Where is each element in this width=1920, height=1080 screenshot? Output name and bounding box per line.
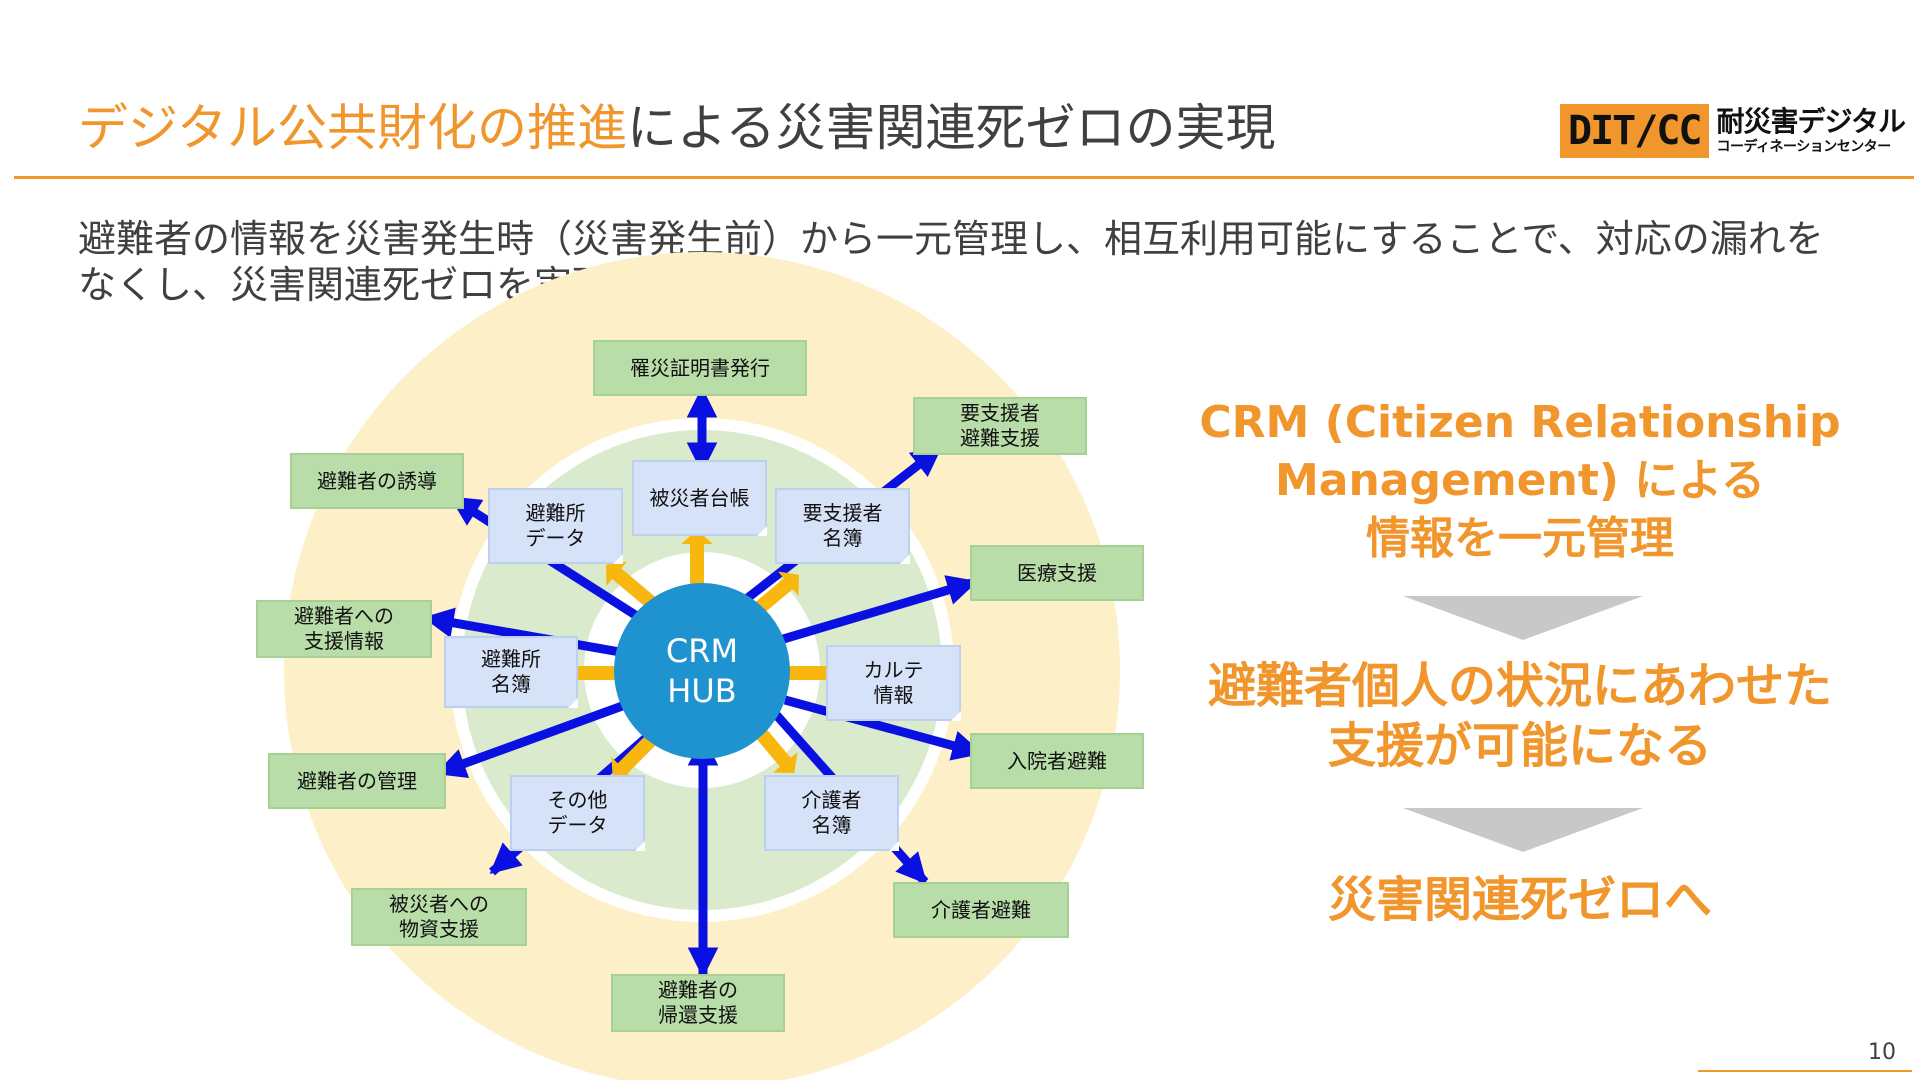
chevron-down-icon-1	[1403, 596, 1643, 640]
page-rule	[1698, 1070, 1912, 1072]
hub-line2: HUB	[667, 672, 737, 710]
arrow-to-medical	[778, 575, 978, 645]
outer-node-support-info: 避難者への 支援情報	[256, 600, 432, 658]
logo-text: 耐災害デジタル コーディネーションセンター	[1716, 105, 1906, 156]
arrow-to-support-info	[422, 607, 621, 657]
inner-node-shelter-list: 避難所 名簿	[444, 636, 578, 708]
outer-node-supplies: 被災者への 物資支援	[351, 888, 527, 946]
outer-node-hospital: 入院者避難	[970, 733, 1144, 789]
side-individual-line1: 避難者個人の状況にあわせた	[1207, 658, 1832, 714]
outer-node-care-support: 要支援者 避難支援	[913, 397, 1087, 455]
arrow-to-hospital	[783, 695, 983, 761]
crm-hub: CRM HUB	[614, 583, 790, 759]
title-highlight: デジタル公共財化の推進	[78, 99, 627, 157]
page-title: デジタル公共財化の推進による災害関連死ゼロの実現	[78, 98, 1276, 158]
yellow-arrows	[558, 530, 843, 780]
outer-node-management: 避難者の管理	[268, 753, 446, 809]
inner-node-other-data: その他 データ	[510, 775, 645, 851]
inner-node-karte: カルテ 情報	[826, 645, 961, 721]
logo-mark: DIT/CC	[1560, 104, 1709, 158]
yarrow-shelter-list	[558, 657, 616, 689]
chevron-down-icon-2	[1403, 808, 1643, 852]
arrow-to-management	[435, 700, 627, 778]
side-crm-line1: CRM (Citizen Relationship	[1199, 397, 1841, 448]
side-crm-text: CRM (Citizen Relationship Management) によ…	[1170, 394, 1870, 568]
logo-main: 耐災害デジタル	[1716, 105, 1906, 138]
yarrow-caregiver-list	[751, 724, 798, 773]
outer-node-certificate: 罹災証明書発行	[593, 340, 807, 396]
inner-node-victim-ledger: 被災者台帳	[632, 460, 767, 536]
logo: DIT/CC 耐災害デジタル コーディネーションセンター	[1560, 104, 1906, 158]
side-zero-text: 災害関連死ゼロへ	[1327, 872, 1712, 928]
logo-sub: コーディネーションセンター	[1716, 139, 1892, 155]
yarrow-shelter-data	[606, 561, 655, 608]
title-rest: による災害関連死ゼロの実現	[627, 99, 1276, 157]
page-number: 10	[1868, 1040, 1896, 1065]
yarrow-karte	[785, 657, 843, 689]
outer-node-medical: 医療支援	[970, 545, 1144, 601]
outer-node-guidance: 避難者の誘導	[290, 453, 464, 509]
side-individual-line2: 支援が可能になる	[1327, 718, 1712, 774]
inner-node-caregiver-list: 介護者 名簿	[764, 775, 899, 851]
yarrow-care-list	[750, 571, 799, 618]
inner-node-shelter-data: 避難所 データ	[488, 488, 623, 564]
side-individual-text: 避難者個人の状況にあわせた 支援が可能になる	[1170, 656, 1870, 776]
yarrow-victim-ledger	[681, 530, 713, 588]
outer-node-caregiver-evac: 介護者避難	[893, 882, 1069, 938]
side-crm-line3: 情報を一元管理	[1366, 513, 1674, 564]
hub-line1: CRM	[665, 632, 739, 670]
inner-node-care-needed-list: 要支援者 名簿	[775, 488, 910, 564]
outer-node-return-support: 避難者の 帰還支援	[611, 974, 785, 1032]
title-rule	[14, 176, 1914, 179]
yarrow-other-data	[611, 732, 659, 780]
side-crm-line2: Management) による	[1275, 455, 1765, 506]
